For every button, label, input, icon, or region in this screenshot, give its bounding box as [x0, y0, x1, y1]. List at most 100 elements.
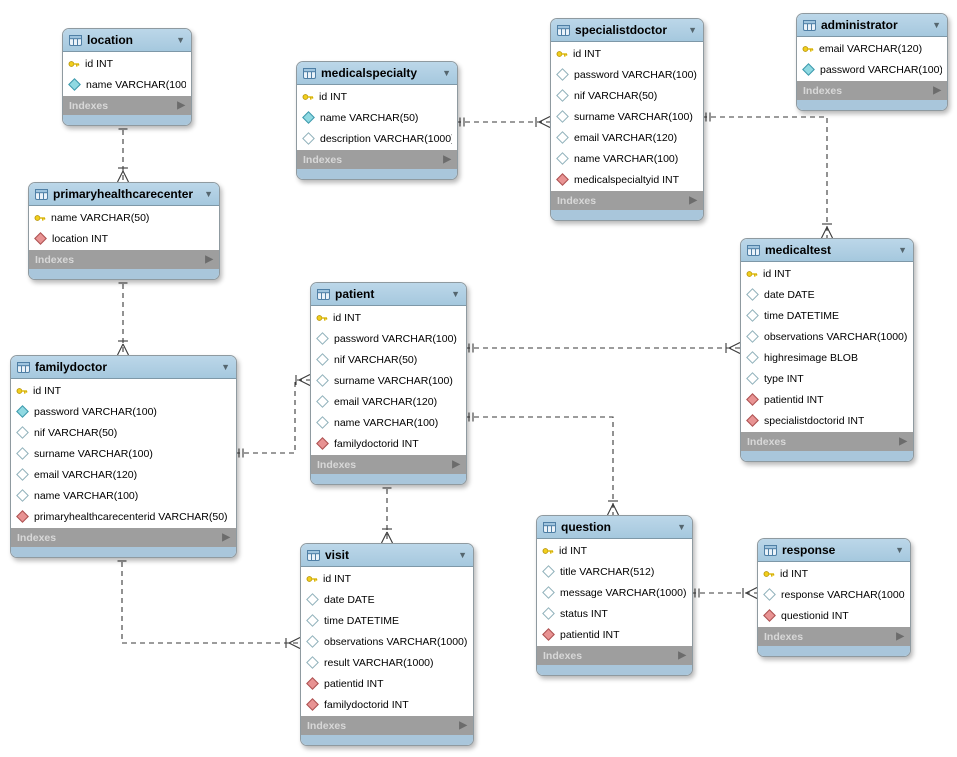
field-row[interactable]: response VARCHAR(1000) — [758, 584, 910, 605]
indexes-row[interactable]: Indexes ▶ — [297, 150, 457, 169]
table-header[interactable]: primaryhealthcarecenter ▼ — [29, 183, 219, 206]
indexes-expand-icon[interactable]: ▶ — [459, 720, 467, 731]
field-row[interactable]: email VARCHAR(120) — [311, 391, 466, 412]
collapse-arrow-icon[interactable]: ▼ — [895, 545, 904, 555]
field-row[interactable]: name VARCHAR(100) — [311, 412, 466, 433]
table-administrator[interactable]: administrator ▼ email VARCHAR(120)passwo… — [796, 13, 948, 111]
indexes-row[interactable]: Indexes ▶ — [311, 455, 466, 474]
field-row[interactable]: location INT — [29, 228, 219, 249]
relationship-familydoctor-patient[interactable] — [235, 374, 311, 458]
collapse-arrow-icon[interactable]: ▼ — [176, 35, 185, 45]
field-row[interactable]: id INT — [758, 563, 910, 584]
table-header[interactable]: administrator ▼ — [797, 14, 947, 37]
field-row[interactable]: observations VARCHAR(1000) — [301, 631, 473, 652]
relationship-patient-visit[interactable] — [381, 480, 393, 544]
field-row[interactable]: surname VARCHAR(100) — [311, 370, 466, 391]
indexes-row[interactable]: Indexes ▶ — [301, 716, 473, 735]
table-header[interactable]: patient ▼ — [311, 283, 466, 306]
indexes-row[interactable]: Indexes ▶ — [11, 528, 236, 547]
indexes-expand-icon[interactable]: ▶ — [177, 100, 185, 111]
indexes-row[interactable]: Indexes ▶ — [29, 250, 219, 269]
collapse-arrow-icon[interactable]: ▼ — [932, 20, 941, 30]
indexes-expand-icon[interactable]: ▶ — [678, 650, 686, 661]
relationship-medicalspecialty-specialistdoctor[interactable] — [456, 116, 551, 128]
field-row[interactable]: name VARCHAR(100) — [551, 148, 703, 169]
indexes-row[interactable]: Indexes ▶ — [537, 646, 692, 665]
collapse-arrow-icon[interactable]: ▼ — [677, 522, 686, 532]
field-row[interactable]: password VARCHAR(100) — [797, 59, 947, 80]
indexes-expand-icon[interactable]: ▶ — [205, 254, 213, 265]
field-row[interactable]: date DATE — [301, 589, 473, 610]
field-row[interactable]: surname VARCHAR(100) — [551, 106, 703, 127]
relationship-patient-medicaltest[interactable] — [465, 342, 741, 354]
field-row[interactable]: id INT — [301, 568, 473, 589]
field-row[interactable]: familydoctorid INT — [311, 433, 466, 454]
field-row[interactable]: surname VARCHAR(100) — [11, 443, 236, 464]
indexes-row[interactable]: Indexes ▶ — [758, 627, 910, 646]
field-row[interactable]: name VARCHAR(100) — [63, 74, 191, 95]
relationship-primaryhealthcarecenter-familydoctor[interactable] — [117, 275, 129, 356]
indexes-row[interactable]: Indexes ▶ — [741, 432, 913, 451]
field-row[interactable]: patientid INT — [741, 389, 913, 410]
field-row[interactable]: email VARCHAR(120) — [797, 38, 947, 59]
table-header[interactable]: response ▼ — [758, 539, 910, 562]
field-row[interactable]: password VARCHAR(100) — [551, 64, 703, 85]
field-row[interactable]: medicalspecialtyid INT — [551, 169, 703, 190]
collapse-arrow-icon[interactable]: ▼ — [204, 189, 213, 199]
field-row[interactable]: status INT — [537, 603, 692, 624]
field-row[interactable]: title VARCHAR(512) — [537, 561, 692, 582]
field-row[interactable]: id INT — [551, 43, 703, 64]
indexes-expand-icon[interactable]: ▶ — [452, 459, 460, 470]
table-header[interactable]: visit ▼ — [301, 544, 473, 567]
field-row[interactable]: primaryhealthcarecenterid VARCHAR(50) — [11, 506, 236, 527]
collapse-arrow-icon[interactable]: ▼ — [221, 362, 230, 372]
table-header[interactable]: medicaltest ▼ — [741, 239, 913, 262]
field-row[interactable]: observations VARCHAR(1000) — [741, 326, 913, 347]
indexes-expand-icon[interactable]: ▶ — [933, 85, 941, 96]
field-row[interactable]: specialistdoctorid INT — [741, 410, 913, 431]
field-row[interactable]: id INT — [311, 307, 466, 328]
field-row[interactable]: password VARCHAR(100) — [11, 401, 236, 422]
relationship-familydoctor-visit[interactable] — [117, 553, 301, 649]
field-row[interactable]: id INT — [741, 263, 913, 284]
field-row[interactable]: time DATETIME — [301, 610, 473, 631]
field-row[interactable]: patientid INT — [537, 624, 692, 645]
field-row[interactable]: type INT — [741, 368, 913, 389]
indexes-row[interactable]: Indexes ▶ — [63, 96, 191, 115]
table-header[interactable]: location ▼ — [63, 29, 191, 52]
table-primaryhealthcarecenter[interactable]: primaryhealthcarecenter ▼ name VARCHAR(5… — [28, 182, 220, 280]
field-row[interactable]: id INT — [537, 540, 692, 561]
table-header[interactable]: question ▼ — [537, 516, 692, 539]
indexes-expand-icon[interactable]: ▶ — [689, 195, 697, 206]
collapse-arrow-icon[interactable]: ▼ — [458, 550, 467, 560]
indexes-row[interactable]: Indexes ▶ — [797, 81, 947, 100]
field-row[interactable]: id INT — [63, 53, 191, 74]
table-header[interactable]: medicalspecialty ▼ — [297, 62, 457, 85]
field-row[interactable]: patientid INT — [301, 673, 473, 694]
field-row[interactable]: nif VARCHAR(50) — [311, 349, 466, 370]
field-row[interactable]: familydoctorid INT — [301, 694, 473, 715]
field-row[interactable]: highresimage BLOB — [741, 347, 913, 368]
field-row[interactable]: email VARCHAR(120) — [11, 464, 236, 485]
field-row[interactable]: result VARCHAR(1000) — [301, 652, 473, 673]
field-row[interactable]: date DATE — [741, 284, 913, 305]
field-row[interactable]: id INT — [297, 86, 457, 107]
table-header[interactable]: familydoctor ▼ — [11, 356, 236, 379]
field-row[interactable]: name VARCHAR(50) — [297, 107, 457, 128]
indexes-expand-icon[interactable]: ▶ — [443, 154, 451, 165]
relationship-patient-question[interactable] — [465, 412, 619, 516]
relationship-location-primaryhealthcarecenter[interactable] — [117, 121, 129, 183]
indexes-expand-icon[interactable]: ▶ — [899, 436, 907, 447]
table-header[interactable]: specialistdoctor ▼ — [551, 19, 703, 42]
relationship-question-response[interactable] — [691, 587, 758, 599]
field-row[interactable]: name VARCHAR(100) — [11, 485, 236, 506]
collapse-arrow-icon[interactable]: ▼ — [898, 245, 907, 255]
indexes-expand-icon[interactable]: ▶ — [222, 532, 230, 543]
